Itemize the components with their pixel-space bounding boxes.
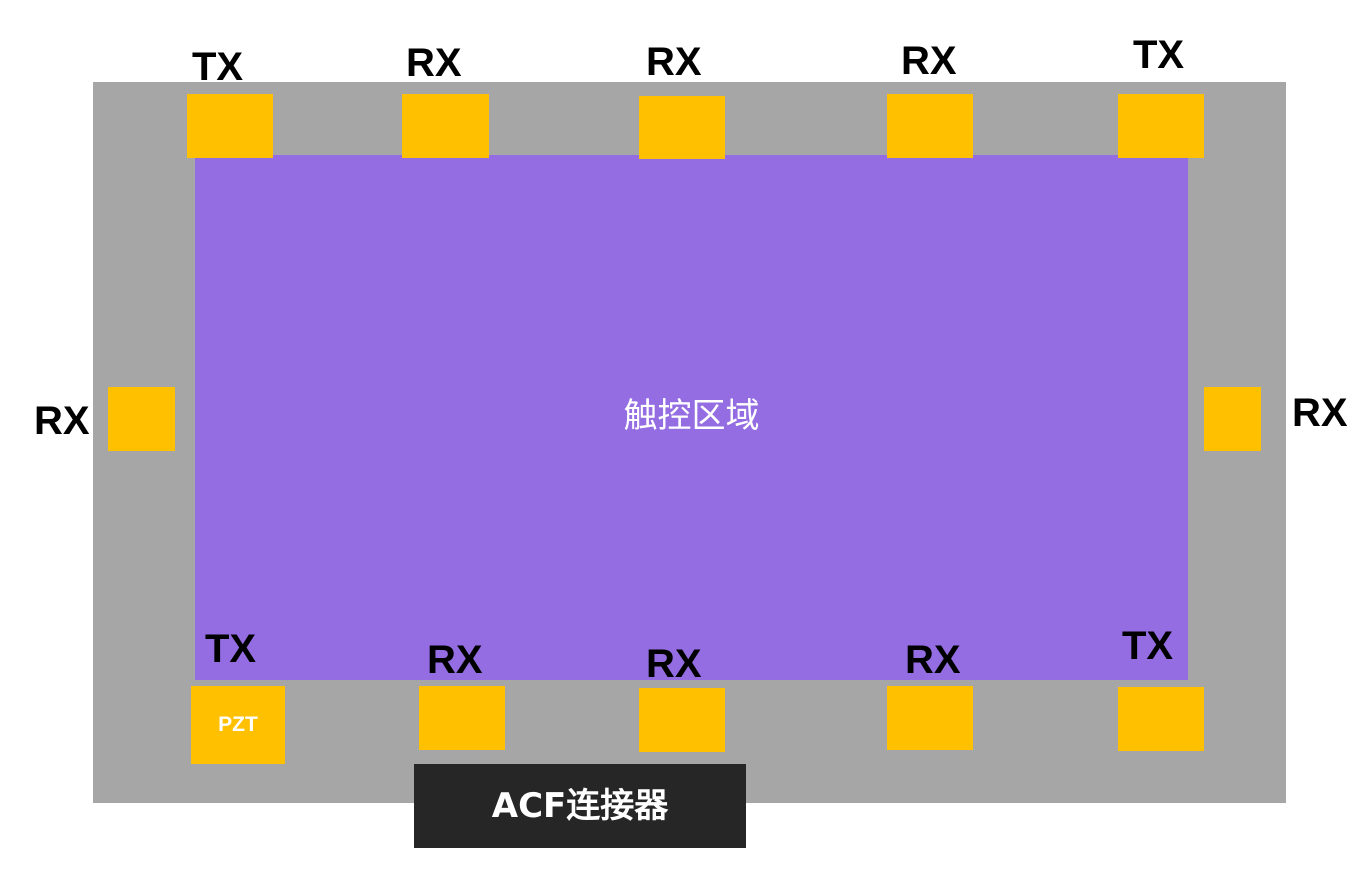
left-pad-label: RX (34, 399, 90, 443)
bottom-pad-1-label: TX (205, 627, 257, 671)
top-pad-3 (639, 96, 725, 159)
top-pad-4-label: RX (901, 39, 957, 83)
bottom-pad-2 (419, 686, 505, 750)
touch-area-label: 触控区域 (623, 396, 760, 436)
acf-connector-label: ACF连接器 (491, 785, 669, 826)
bottom-pad-1: PZT (191, 686, 285, 764)
top-pad-2 (402, 94, 489, 158)
right-pad-label: RX (1292, 391, 1348, 435)
top-pad-2-label: RX (406, 41, 462, 85)
bottom-pad-3-label: RX (646, 642, 702, 686)
top-pad-1-label: TX (192, 45, 244, 89)
touch-area: 触控区域 (195, 155, 1188, 680)
bottom-pad-5-label: TX (1122, 624, 1174, 668)
top-pad-5-label: TX (1133, 33, 1185, 77)
bottom-pad-4 (887, 686, 973, 750)
bottom-pad-5 (1118, 687, 1204, 751)
top-pad-1 (187, 94, 273, 158)
bottom-pad-4-label: RX (905, 638, 961, 682)
bottom-pad-3 (639, 688, 725, 752)
pzt-label: PZT (218, 713, 258, 736)
left-pad (108, 387, 175, 451)
acf-connector: ACF连接器 (414, 764, 746, 848)
top-pad-5 (1118, 94, 1204, 158)
bottom-pad-2-label: RX (427, 638, 483, 682)
top-pad-4 (887, 94, 973, 158)
right-pad (1204, 387, 1261, 451)
top-pad-3-label: RX (646, 40, 702, 84)
